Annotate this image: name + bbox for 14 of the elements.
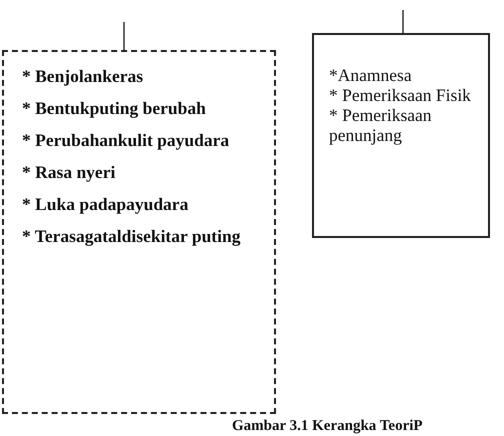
list-item: * Rasa nyeri xyxy=(22,161,116,184)
list-item: * Luka padapayudara xyxy=(22,193,190,216)
diagnosis-box xyxy=(312,33,490,238)
list-item: * Pemeriksaan Fisik xyxy=(329,85,472,105)
list-item: * Benjolankeras xyxy=(22,65,144,88)
list-item: * Bentukputing berubah xyxy=(22,97,207,120)
symptom-box xyxy=(2,50,276,414)
list-item: * Terasagataldisekitar puting xyxy=(22,225,242,248)
list-item: * Pemeriksaan penunjang xyxy=(329,105,433,145)
figure-caption: Gambar 3.1 Kerangka TeoriP xyxy=(232,418,423,435)
connector-line xyxy=(123,22,125,50)
connector-line xyxy=(402,10,404,33)
list-item: * Perubahankulit payudara xyxy=(22,129,230,152)
list-item: *Anamnesa xyxy=(329,65,413,85)
